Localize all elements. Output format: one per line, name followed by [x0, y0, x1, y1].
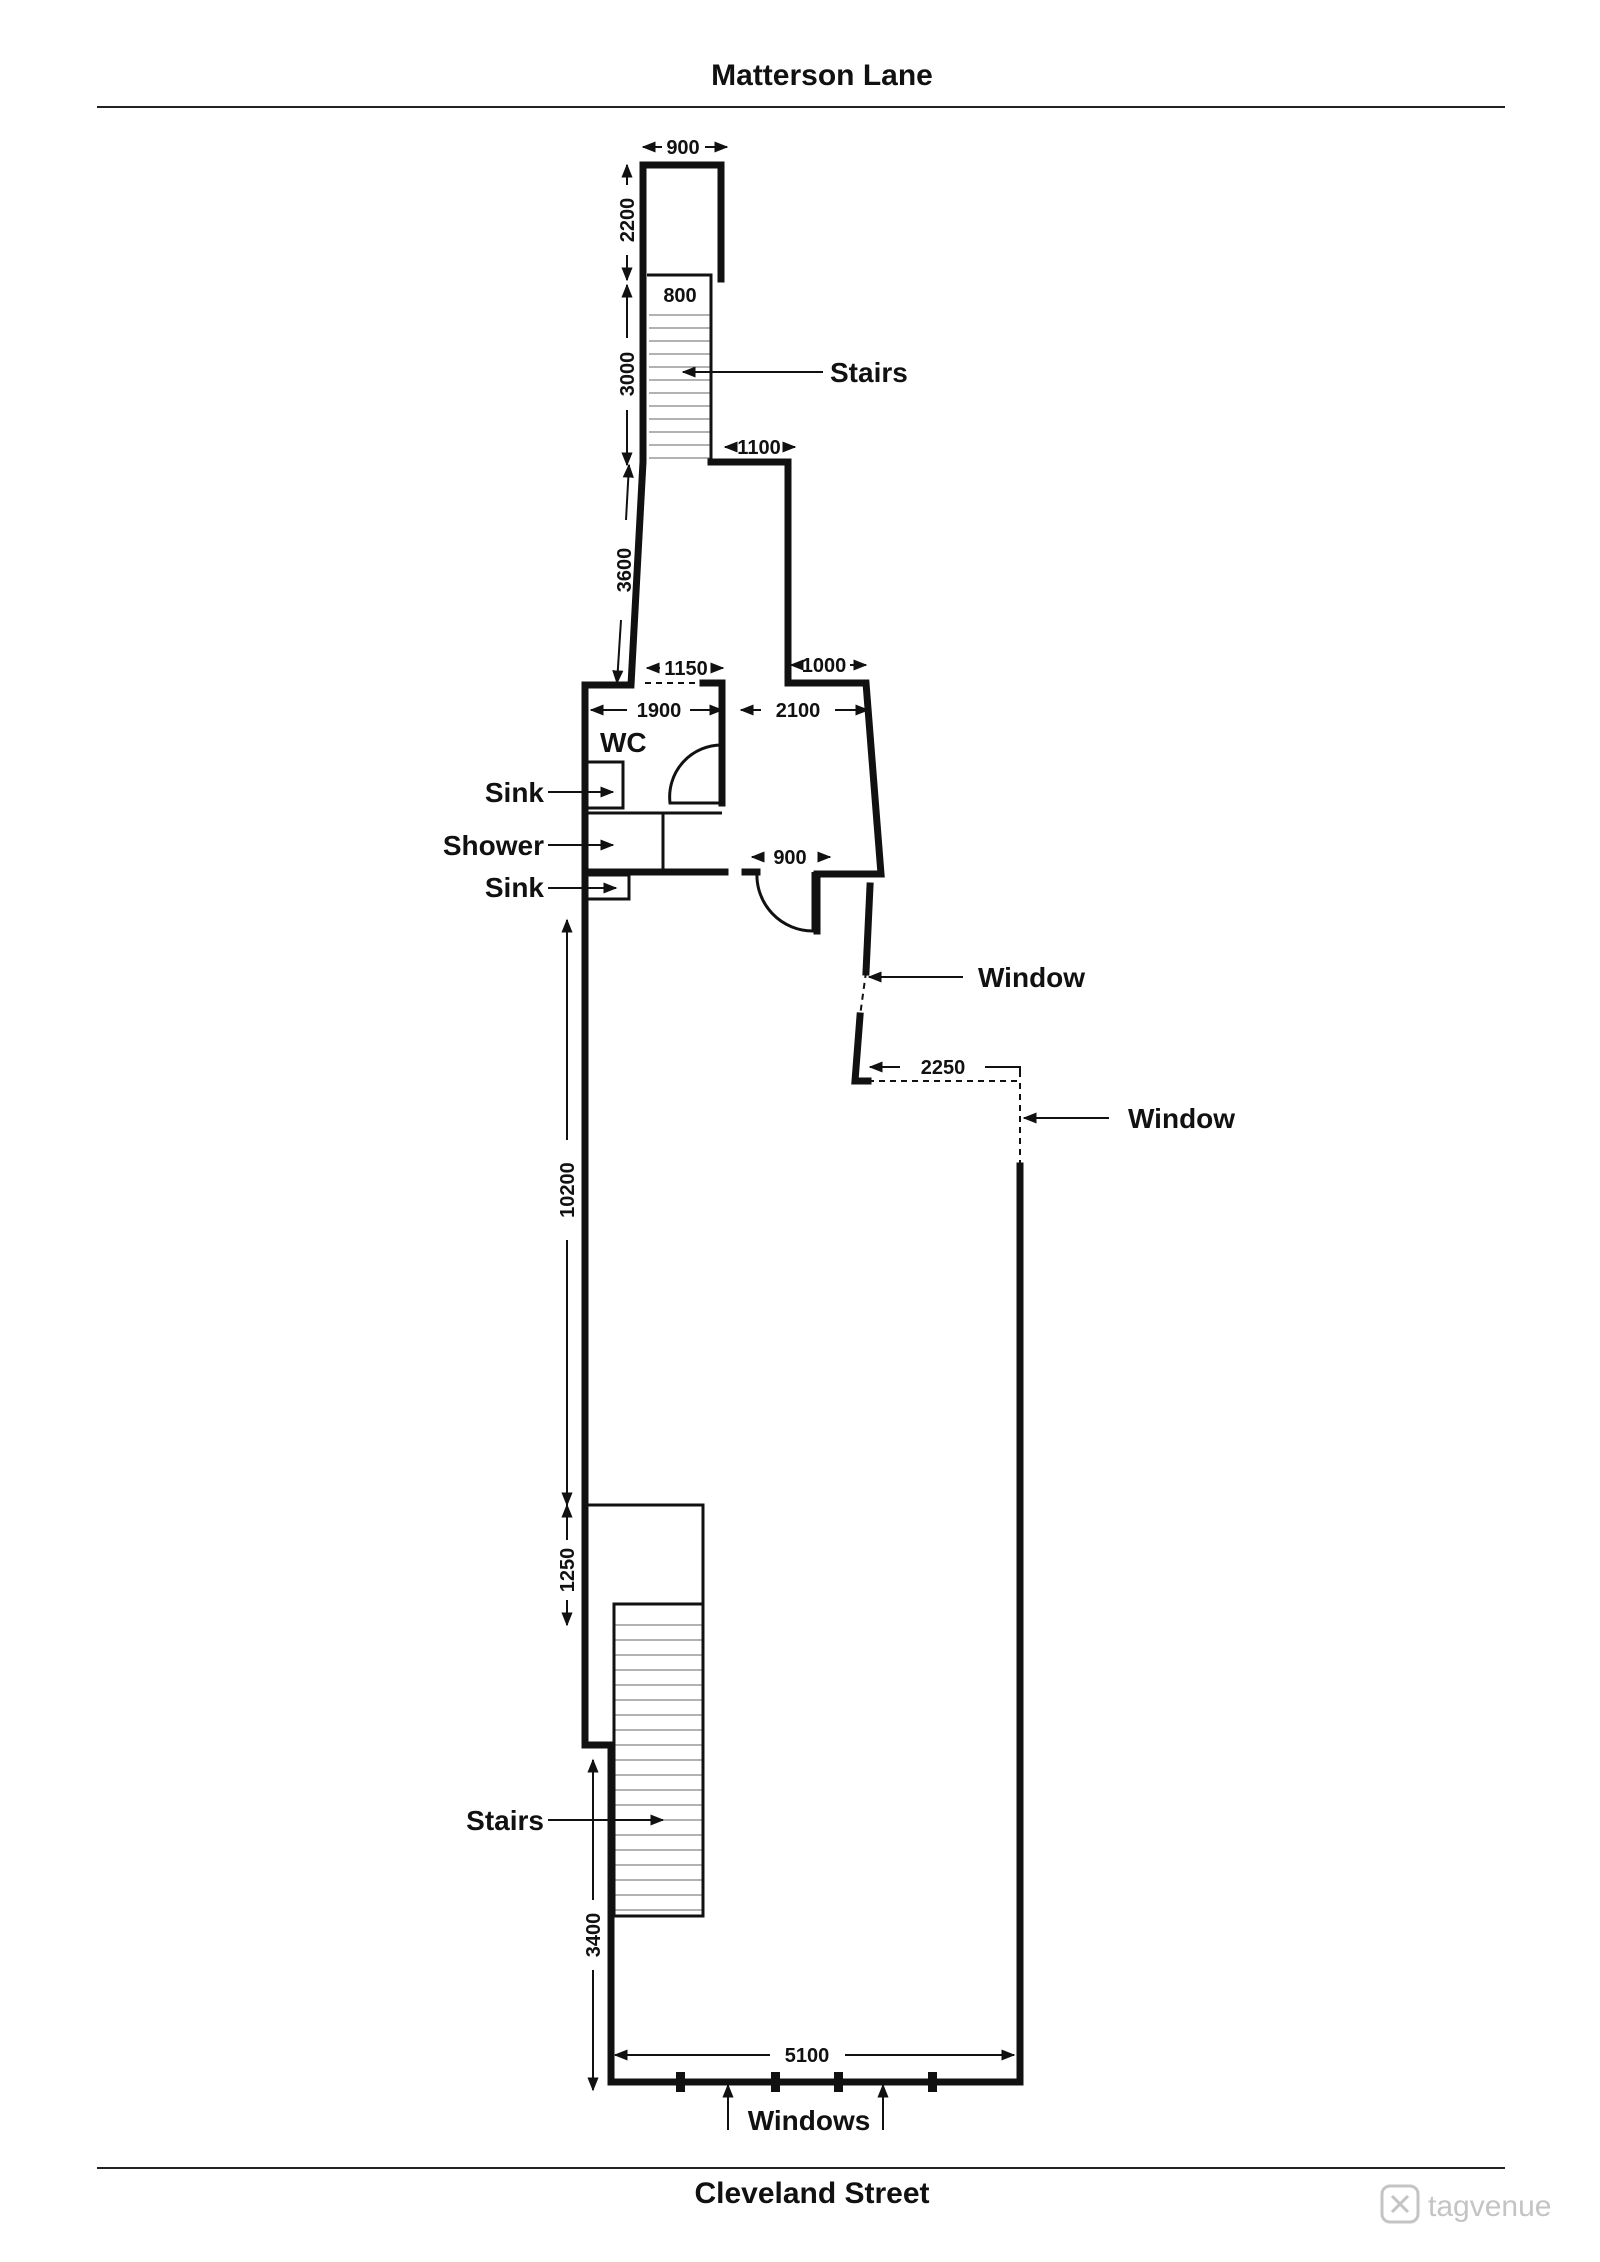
dim-1100: 1100: [737, 437, 780, 459]
street-top: Matterson Lane: [711, 59, 933, 92]
label-shower: Shower: [443, 830, 544, 861]
label-stairs-top: Stairs: [830, 357, 908, 388]
south-window-posts: [676, 2072, 937, 2092]
tagvenue-logo-icon: [1380, 2184, 1420, 2224]
dim-2200: 2200: [617, 198, 639, 243]
label-window-2: Window: [1128, 1103, 1235, 1134]
label-windows: Windows: [748, 2105, 871, 2136]
doors: [668, 743, 815, 933]
dim-900-top: 900: [666, 137, 699, 159]
watermark-brand: tagvenue: [1428, 2190, 1551, 2223]
stairs-top-treads: [649, 314, 710, 459]
dim-3600: 3600: [614, 548, 636, 593]
dim-10200: 10200: [557, 1162, 579, 1218]
stairs-top-box: [647, 273, 713, 462]
dim-1000: 1000: [802, 655, 847, 677]
dim-1250: 1250: [557, 1548, 579, 1593]
stairs-bottom-treads: [614, 1624, 703, 1911]
window-2-glazing: [868, 1080, 1021, 1166]
label-sink-2: Sink: [485, 872, 545, 903]
dimension-lines: [561, 141, 1021, 2092]
dim-800: 800: [663, 285, 696, 307]
dim-3400: 3400: [583, 1913, 605, 1958]
sink-top-fixture: [583, 760, 625, 810]
dim-1900: 1900: [637, 700, 682, 722]
shower-fixture: [583, 811, 665, 872]
wall-east-stub-2: [851, 1012, 872, 1085]
wc-door-swing: [668, 743, 723, 805]
window-1-glazing: [859, 971, 867, 1017]
dim-5100: 5100: [785, 2045, 830, 2067]
label-stairs-bottom: Stairs: [466, 1805, 544, 1836]
callout-arrows: [548, 366, 1109, 2130]
door-900-swing: [755, 871, 815, 933]
wall-east-stub-1: [862, 882, 874, 976]
street-bottom: Cleveland Street: [694, 2177, 929, 2210]
wall-north-wc: [699, 679, 726, 807]
dim-900-door: 900: [773, 847, 806, 869]
outer-walls: [581, 161, 1024, 2086]
dashed-openings: [645, 682, 1021, 1166]
wall-east-upper: [707, 458, 885, 935]
wall-east-main: [928, 1162, 1024, 2086]
upper-stair-wall: [585, 1503, 705, 1604]
dim-2100: 2100: [776, 700, 821, 722]
dim-1150: 1150: [664, 658, 707, 680]
dim-2250: 2250: [921, 1057, 966, 1079]
label-sink-1: Sink: [485, 777, 545, 808]
wall-west-main: [581, 161, 725, 2086]
dim-3000: 3000: [617, 352, 639, 397]
label-wc: WC: [600, 727, 647, 758]
label-window-1: Window: [978, 962, 1085, 993]
